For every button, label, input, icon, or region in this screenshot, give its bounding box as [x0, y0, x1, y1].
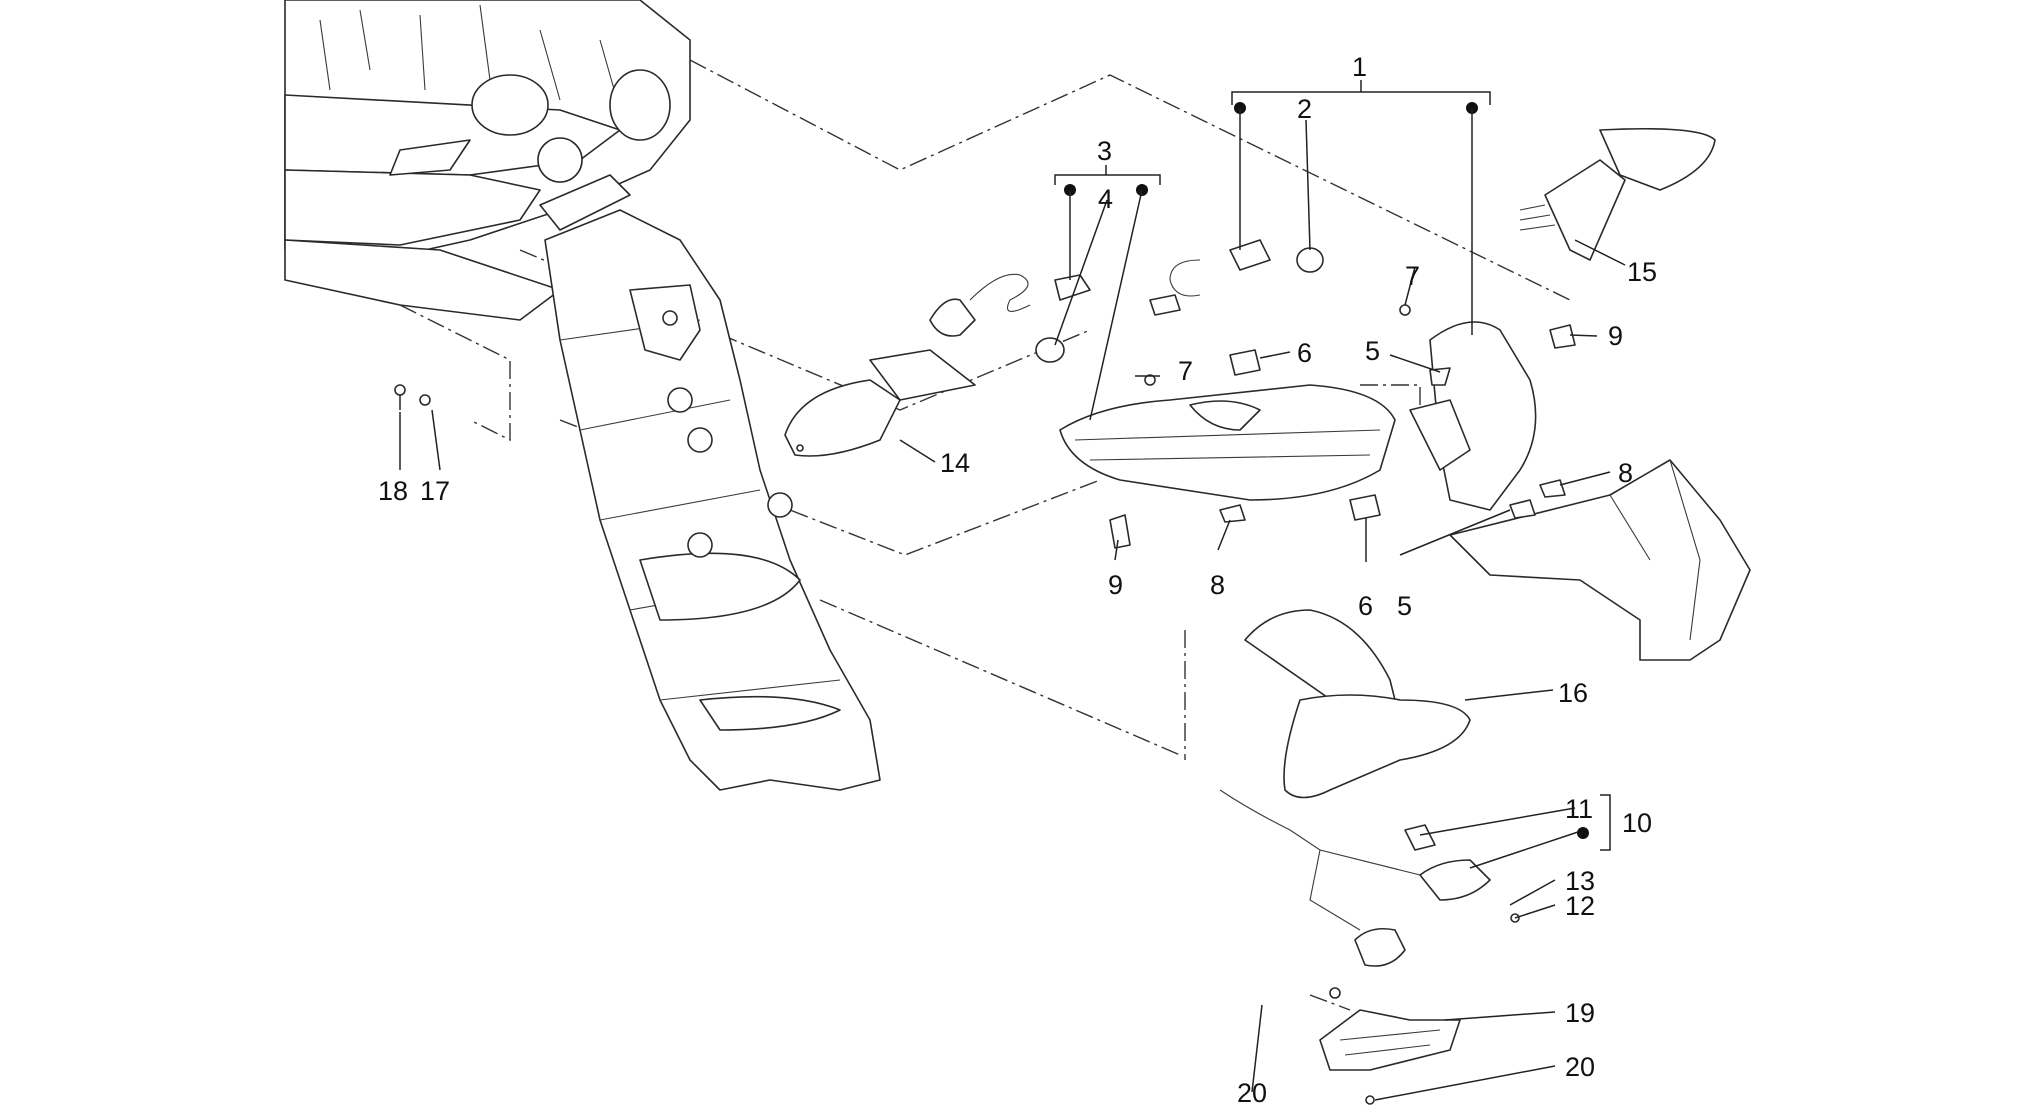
callout-2: 2: [1297, 94, 1312, 124]
callout-8a: 8: [1618, 458, 1633, 488]
bulb-harness-right: [1149, 239, 1324, 316]
leader-lines: [399, 119, 1626, 1101]
group-brackets: [1054, 80, 1611, 851]
turn-signal-right: [1519, 127, 1716, 261]
bulb-harness-left: [929, 273, 1091, 363]
callout-1: 1: [1352, 52, 1367, 82]
callout-5a: 5: [1365, 336, 1380, 366]
fasteners: [394, 304, 1576, 1105]
callout-4: 4: [1098, 184, 1113, 214]
tail-light-unit: [1059, 321, 1537, 511]
callout-19: 19: [1565, 998, 1595, 1028]
license-plate-light-housing: [1244, 609, 1471, 799]
callout-20b: 20: [1565, 1052, 1595, 1082]
reflector-bracket: [1319, 1009, 1461, 1071]
callout-15: 15: [1627, 257, 1657, 287]
plate-light-assembly: [1219, 789, 1491, 967]
rear-mudguard: [539, 174, 881, 791]
callout-7b: 7: [1178, 356, 1193, 386]
callout-18: 18: [378, 476, 408, 506]
callout-11: 11: [1565, 794, 1593, 824]
callout-16: 16: [1558, 678, 1588, 708]
callout-labels: 1 2 3 4 15 7 9 5 6 7 14 8 18 17 9 8 6 5 …: [378, 52, 1657, 1108]
callout-10: 10: [1622, 808, 1652, 838]
callout-14: 14: [940, 448, 970, 478]
callout-12: 12: [1565, 891, 1595, 921]
callout-7a: 7: [1405, 261, 1420, 291]
turn-signal-left: [784, 349, 976, 457]
callout-17: 17: [420, 476, 450, 506]
callout-3: 3: [1097, 136, 1112, 166]
callout-8b: 8: [1210, 570, 1225, 600]
callout-5b: 5: [1397, 591, 1412, 621]
callout-6a: 6: [1297, 338, 1312, 368]
callout-20a: 20: [1237, 1078, 1267, 1108]
callout-9b: 9: [1108, 570, 1123, 600]
callout-13: 13: [1565, 866, 1595, 896]
callout-9a: 9: [1608, 321, 1623, 351]
callout-6b: 6: [1358, 591, 1373, 621]
rear-frame-body: [284, 0, 691, 321]
rear-cowl: [1449, 459, 1751, 661]
